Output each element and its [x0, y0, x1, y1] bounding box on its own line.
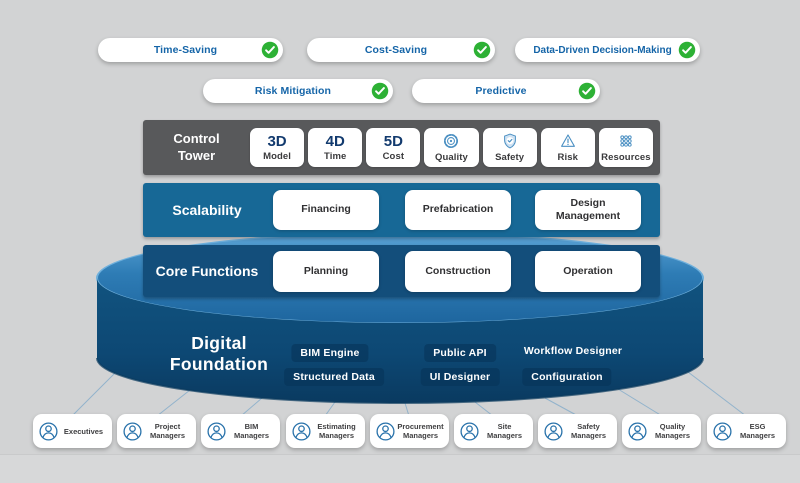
scalability-label: Scalability: [172, 202, 242, 218]
role-pill-esg-managers: ESG Managers: [707, 414, 786, 448]
benefit-label: Risk Mitigation: [254, 85, 332, 97]
module-chip-structured-data: Structured Data: [284, 368, 384, 386]
dimension-code: 5D: [383, 132, 403, 150]
core-functions-label: Core Functions: [155, 263, 259, 279]
benefit-pill-time-saving: Time-Saving: [98, 38, 283, 62]
control-tower-bar: Control Tower 3D Model 4D Time 5D Cost: [143, 120, 660, 175]
card-design-management: Design Management: [535, 190, 641, 230]
dimension-label: Time: [324, 150, 347, 162]
module-label-workflow-designer: Workflow Designer: [523, 345, 623, 357]
role-label: Site Managers: [486, 422, 522, 440]
role-pill-site-managers: Site Managers: [454, 414, 533, 448]
card-financing: Financing: [273, 190, 379, 230]
digital-foundation-title: Digital Foundation: [143, 333, 295, 375]
benefit-label: Cost-Saving: [364, 44, 428, 56]
dimension-label: Cost: [382, 150, 405, 162]
person-icon: [375, 421, 396, 442]
function-label: Risk: [557, 152, 578, 163]
resources-grid-icon: [617, 132, 635, 150]
control-tower-label-line1: Control: [173, 131, 220, 147]
role-pill-executives: Executives: [33, 414, 112, 448]
role-label: BIM Managers: [233, 422, 269, 440]
card-5d-cost: 5D Cost: [366, 128, 421, 167]
card-prefabrication: Prefabrication: [405, 190, 511, 230]
dimension-code: 3D: [267, 132, 287, 150]
benefit-label: Predictive: [475, 85, 527, 97]
benefit-label: Data-Driven Decision-Making: [533, 44, 672, 56]
module-chip-bim-engine: BIM Engine: [291, 344, 369, 362]
card-resources: Resources: [598, 128, 653, 167]
connector-lines: [71, 371, 747, 417]
person-icon: [291, 421, 312, 442]
card-construction: Construction: [405, 251, 511, 292]
benefit-pill-risk-mitigation: Risk Mitigation: [203, 79, 393, 103]
role-pill-safety-managers: Safety Managers: [538, 414, 617, 448]
role-pill-quality-managers: Quality Managers: [622, 414, 701, 448]
benefit-pill-data-driven: Data-Driven Decision-Making: [515, 38, 700, 62]
role-pill-project-managers: Project Managers: [117, 414, 196, 448]
function-label: Resources: [601, 152, 651, 163]
role-label: Project Managers: [149, 422, 185, 440]
card-safety: Safety: [482, 128, 537, 167]
card-4d-time: 4D Time: [308, 128, 363, 167]
role-pill-procurement-managers: Procurement Managers: [370, 414, 449, 448]
quality-badge-icon: [442, 132, 460, 150]
function-label: Quality: [435, 152, 468, 163]
control-tower-cards: 3D Model 4D Time 5D Cost Qualit: [250, 128, 653, 167]
card-3d-model: 3D Model: [250, 128, 305, 167]
card-risk: Risk: [540, 128, 595, 167]
dimension-label: Model: [263, 150, 292, 162]
role-label: Executives: [63, 426, 104, 436]
role-label: Quality Managers: [654, 422, 690, 440]
card-operation: Operation: [535, 251, 641, 292]
dimension-code: 4D: [325, 132, 345, 150]
person-icon: [459, 421, 480, 442]
core-functions-bar: Core Functions Planning Construction Ope…: [143, 245, 660, 297]
digital-foundation-title-line1: Digital: [191, 333, 247, 353]
digital-foundation-title-line2: Foundation: [169, 354, 269, 374]
module-chip-public-api: Public API: [424, 344, 496, 362]
card-quality: Quality: [424, 128, 479, 167]
person-icon: [122, 421, 143, 442]
role-label: Procurement Managers: [397, 422, 444, 440]
person-icon: [206, 421, 227, 442]
benefit-pill-predictive: Predictive: [412, 79, 600, 103]
safety-shield-icon: [501, 132, 519, 150]
control-tower-label: Control Tower: [143, 120, 250, 175]
role-pill-estimating-managers: Estimating Managers: [286, 414, 365, 448]
role-label: ESG Managers: [739, 422, 775, 440]
person-icon: [38, 421, 59, 442]
person-icon: [627, 421, 648, 442]
module-chip-ui-designer: UI Designer: [420, 368, 500, 386]
module-chip-configuration: Configuration: [522, 368, 612, 386]
floor-band: [0, 454, 800, 483]
function-label: Safety: [495, 152, 525, 163]
person-icon: [712, 421, 733, 442]
benefit-pill-cost-saving: Cost-Saving: [307, 38, 495, 62]
scalability-bar: Scalability Financing Prefabrication Des…: [143, 183, 660, 237]
cylinder-bottom-edge: [96, 357, 704, 404]
role-label: Safety Managers: [570, 422, 606, 440]
role-label: Estimating Managers: [317, 422, 356, 440]
card-planning: Planning: [273, 251, 379, 292]
role-pill-bim-managers: BIM Managers: [201, 414, 280, 448]
risk-warning-icon: [559, 132, 577, 150]
person-icon: [543, 421, 564, 442]
control-tower-label-line2: Tower: [177, 147, 216, 163]
benefit-label: Time-Saving: [153, 44, 218, 56]
